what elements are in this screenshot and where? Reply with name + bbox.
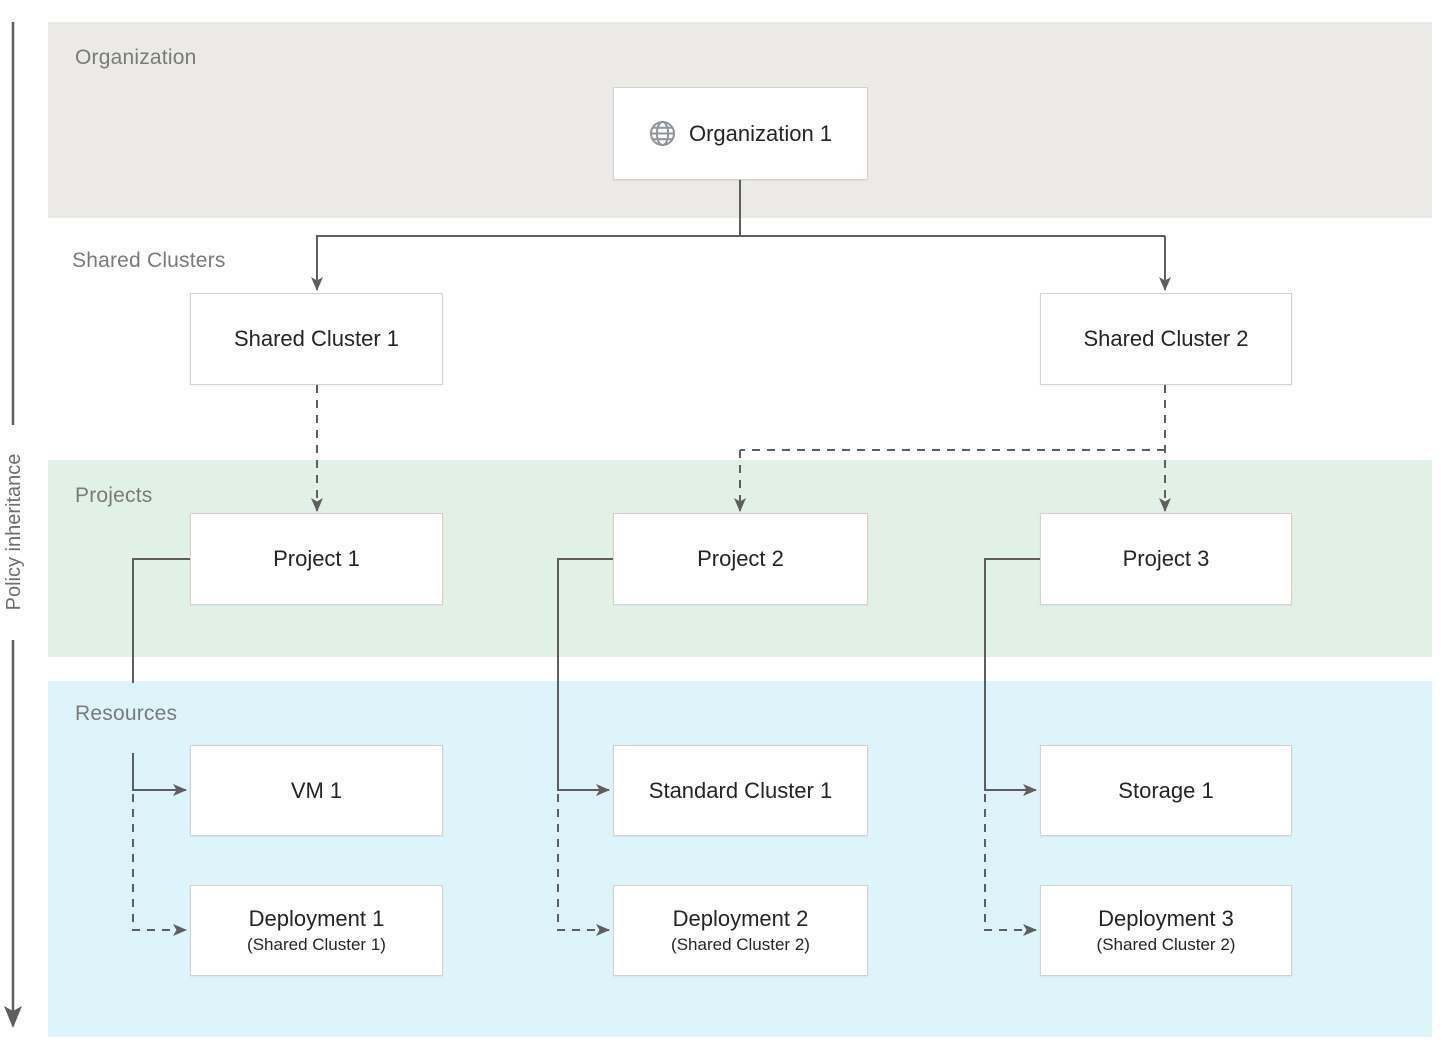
node-storage-1-label: Storage 1	[1118, 777, 1214, 803]
node-project-1-label: Project 1	[273, 546, 360, 571]
node-deployment-1-sublabel: (Shared Cluster 1)	[247, 934, 386, 954]
band-projects-label: Projects	[75, 484, 153, 507]
node-project-3-label: Project 3	[1122, 546, 1210, 571]
node-deployment-2-sublabel: (Shared Cluster 2)	[671, 934, 810, 954]
node-deployment-3-sublabel: (Shared Cluster 2)	[1096, 934, 1236, 954]
node-vm-1: VM 1	[190, 745, 443, 836]
node-storage-1: Storage 1	[1040, 745, 1292, 836]
node-shared-cluster-2-label: Shared Cluster 2	[1083, 326, 1249, 351]
node-standard-cluster-1: Standard Cluster 1	[613, 745, 868, 836]
band-shared-clusters-label: Shared Clusters	[72, 249, 226, 272]
edge-project-3-to-storage-1	[984, 558, 1040, 796]
node-shared-cluster-2: Shared Cluster 2	[1040, 293, 1292, 385]
globe-icon	[649, 121, 675, 146]
band-resources: Resources	[48, 681, 1432, 1037]
node-deployment-2: Deployment 2 (Shared Cluster 2)	[613, 885, 868, 976]
node-deployment-1: Deployment 1 (Shared Cluster 1)	[190, 885, 443, 976]
edge-org-to-shared-cluster-1	[311, 235, 1165, 291]
edge-project-2-to-deployment-2	[557, 794, 610, 936]
node-project-2-label: Project 2	[697, 546, 784, 571]
edge-project-1-to-deployment-1	[132, 794, 187, 936]
node-deployment-3-label: Deployment 3	[1098, 905, 1234, 931]
node-organization-1-label: Organization 1	[688, 120, 833, 146]
edge-project-1-elbow	[132, 558, 190, 683]
node-project-3: Project 3	[1040, 513, 1292, 605]
node-deployment-1-label: Deployment 1	[248, 905, 385, 931]
node-shared-cluster-1: Shared Cluster 1	[190, 293, 443, 385]
band-resources-label: Resources	[75, 702, 178, 725]
band-organization-label: Organization	[75, 46, 197, 69]
node-project-1: Project 1	[190, 513, 443, 605]
edge-project-3-to-deployment-3	[984, 794, 1037, 936]
node-deployment-2-label: Deployment 2	[672, 905, 809, 931]
node-organization-1: Organization 1	[613, 87, 868, 180]
edge-project-1-to-vm-1	[132, 753, 187, 796]
node-vm-1-label: VM 1	[290, 777, 343, 803]
node-deployment-3: Deployment 3 (Shared Cluster 2)	[1040, 885, 1292, 976]
node-project-2: Project 2	[613, 513, 868, 605]
node-shared-cluster-1-label: Shared Cluster 1	[233, 326, 400, 351]
node-standard-cluster-1-label: Standard Cluster 1	[648, 777, 833, 803]
edge-project-2-to-standard-cluster-1	[557, 558, 613, 796]
